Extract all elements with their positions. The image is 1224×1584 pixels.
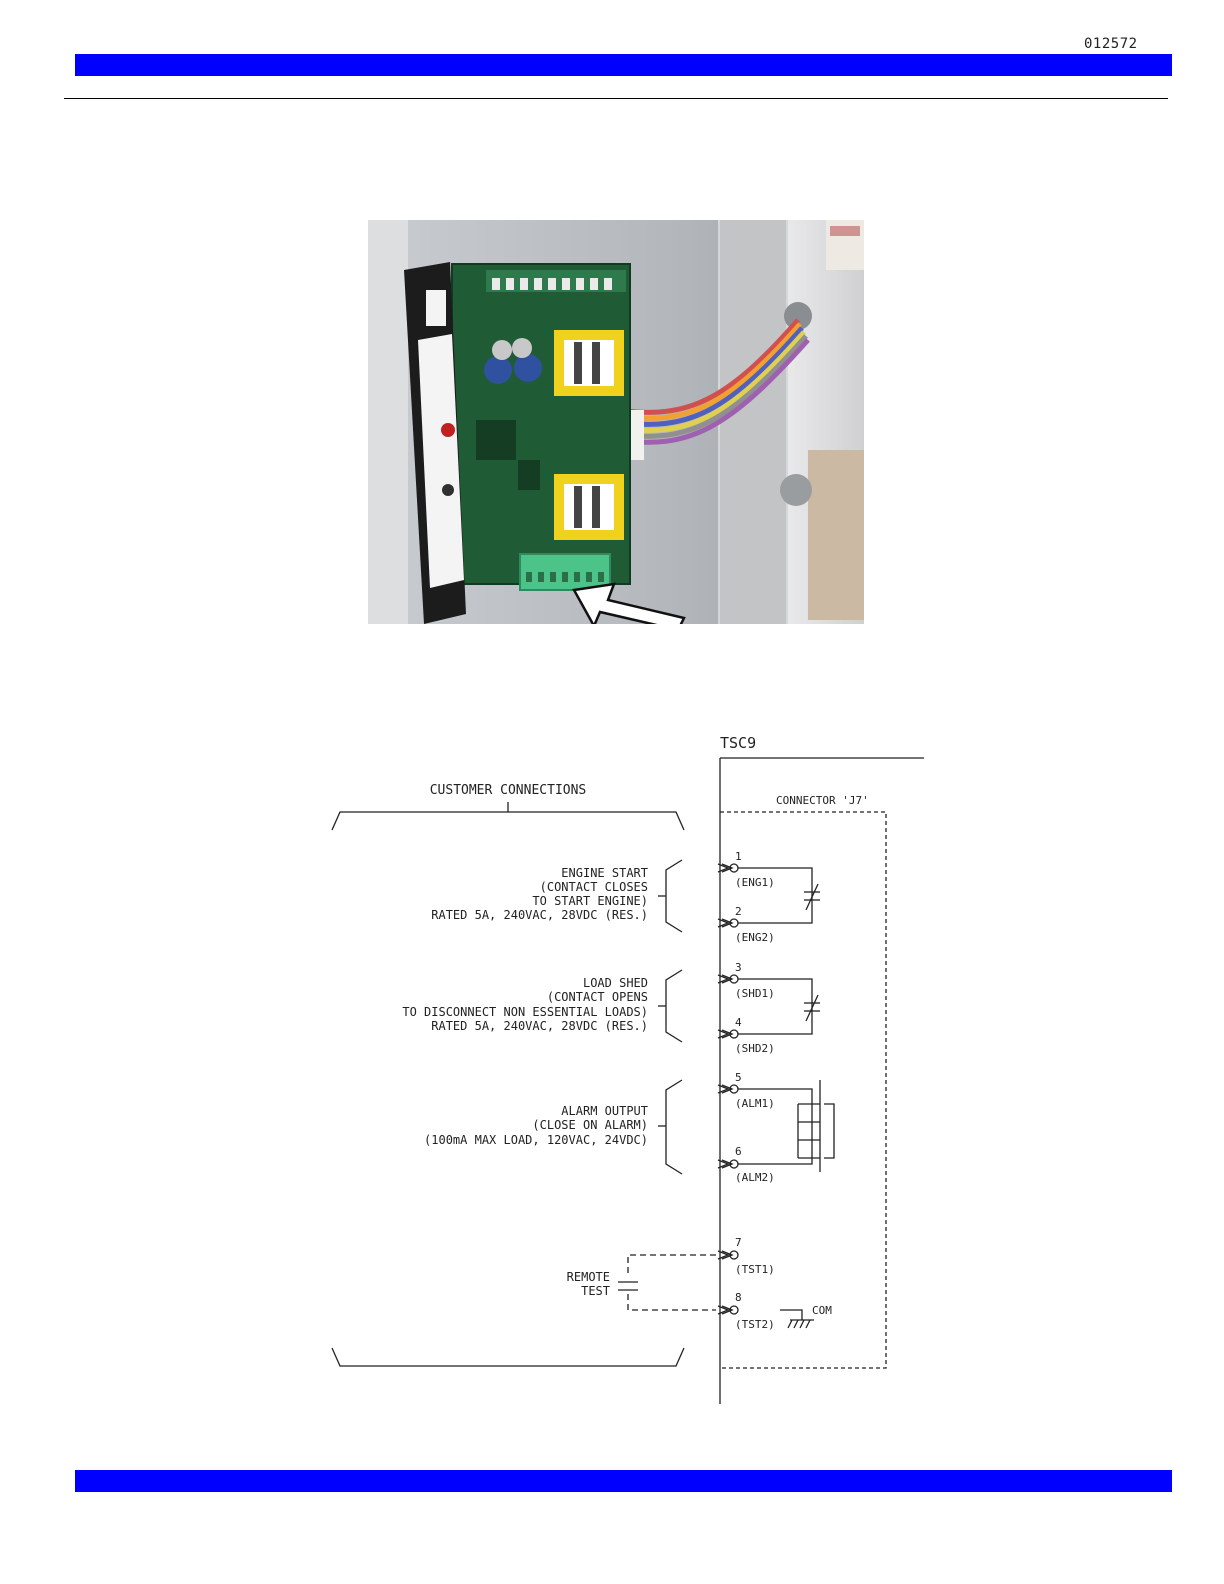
terminal-number: 1 [735,850,742,863]
alarm-output-line: (CLOSE ON ALARM) [532,1118,648,1132]
footer-bar [75,1470,1172,1492]
terminal-number: 2 [735,905,742,918]
remote-test-line: TEST [581,1284,610,1298]
engine-start-line: ENGINE START [561,866,648,880]
terminal-name: (ALM1) [735,1097,775,1110]
controller-label: TSC9 [720,734,756,752]
terminal-name: (ENG1) [735,876,775,889]
terminal-number: 8 [735,1291,742,1304]
wiring-schematic: TSC9 CUSTOMER CONNECTIONS CONNECTOR 'J7'… [320,720,940,1420]
terminal-number: 5 [735,1071,742,1084]
terminal-number: 4 [735,1016,742,1029]
schematic-drawing: TSC9 CUSTOMER CONNECTIONS CONNECTOR 'J7'… [331,734,924,1404]
load-shed-line: LOAD SHED [583,976,648,990]
terminal-number: 6 [735,1145,742,1158]
engine-start-line: (CONTACT CLOSES [540,880,648,894]
terminal-name: (TST2) [735,1318,775,1331]
terminal-name: (TST1) [735,1263,775,1276]
engine-start-line: RATED 5A, 240VAC, 28VDC (RES.) [431,908,648,922]
load-shed-line: RATED 5A, 240VAC, 28VDC (RES.) [431,1019,648,1033]
terminal-name: (SHD2) [735,1042,775,1055]
remote-test-line: REMOTE [567,1270,610,1284]
arrow-icon [572,582,686,624]
controller-board-photo-drawing [368,220,864,624]
connector-label: CONNECTOR 'J7' [776,794,869,807]
document-number: 012572 [1084,36,1138,52]
engine-start-line: TO START ENGINE) [532,894,648,908]
controller-board-photo [368,220,864,624]
terminal-name: (SHD1) [735,987,775,1000]
alarm-output-line: ALARM OUTPUT [561,1104,648,1118]
terminal-name: (ENG2) [735,931,775,944]
alarm-output-line: (100mA MAX LOAD, 120VAC, 24VDC) [424,1133,648,1147]
header-rule [64,98,1168,99]
customer-connections-label: CUSTOMER CONNECTIONS [430,783,587,798]
terminal-name: (ALM2) [735,1171,775,1184]
terminal-number: 7 [735,1236,742,1249]
header-bar [75,54,1172,76]
load-shed-line: (CONTACT OPENS [547,990,648,1004]
terminal-number: 3 [735,961,742,974]
com-label: COM [812,1304,832,1317]
load-shed-line: TO DISCONNECT NON ESSENTIAL LOADS) [402,1005,648,1019]
